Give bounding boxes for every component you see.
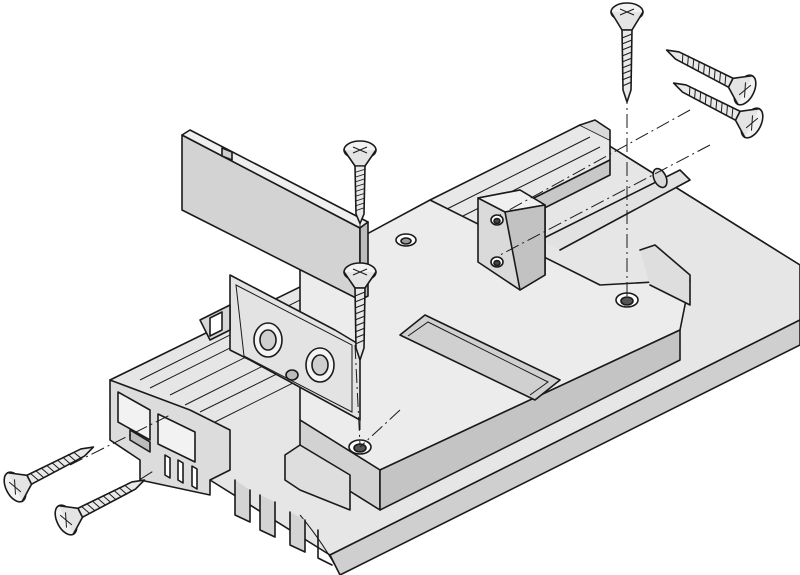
side-cover-panel [181,129,369,301]
screw-top-right [610,2,644,103]
screw-right-upper [663,44,757,106]
mounting-bracket [284,199,691,511]
screw-panel [343,140,377,225]
end-cover [199,274,361,421]
clamp-block [477,189,546,291]
screw-left-upper [3,441,97,503]
screw-right-lower [670,77,764,139]
screw-center [343,262,377,361]
screw-left-lower [54,474,148,536]
